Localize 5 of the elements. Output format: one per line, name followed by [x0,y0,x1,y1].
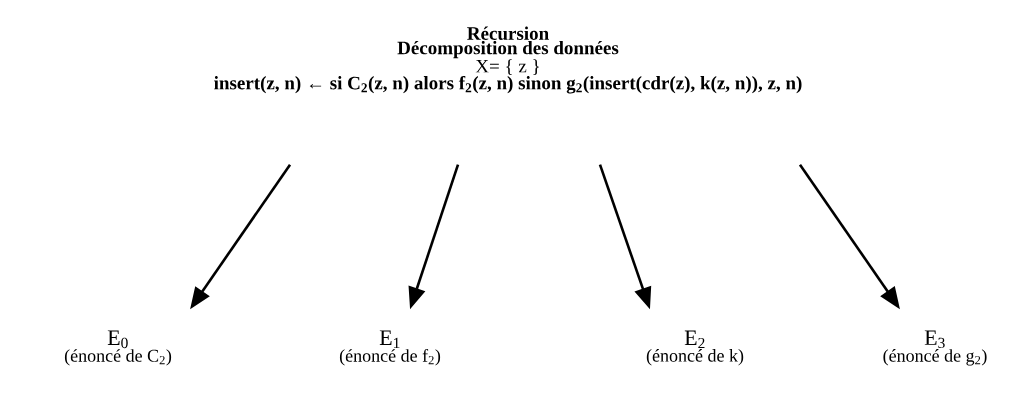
heading-text: Récursion Décomposition des données X= { z } insert(z, n) ← si C$_{2}$(z, n) alors f$_{2}$(z, n) sinon g$_{2}$(insert(cdr(z), k(z, n)), z, n) [214,26,802,94]
statement-label: E$_{2}$ (énoncé de k) [646,330,744,366]
statement-label: E$_{1}$ (énoncé de f$_{2}$) [339,330,441,366]
statement-label: E$_{3}$ (énoncé de g$_{2}$) [883,330,987,366]
statement-label: E$_{0}$ (énoncé de C$_{2}$) [64,330,172,366]
